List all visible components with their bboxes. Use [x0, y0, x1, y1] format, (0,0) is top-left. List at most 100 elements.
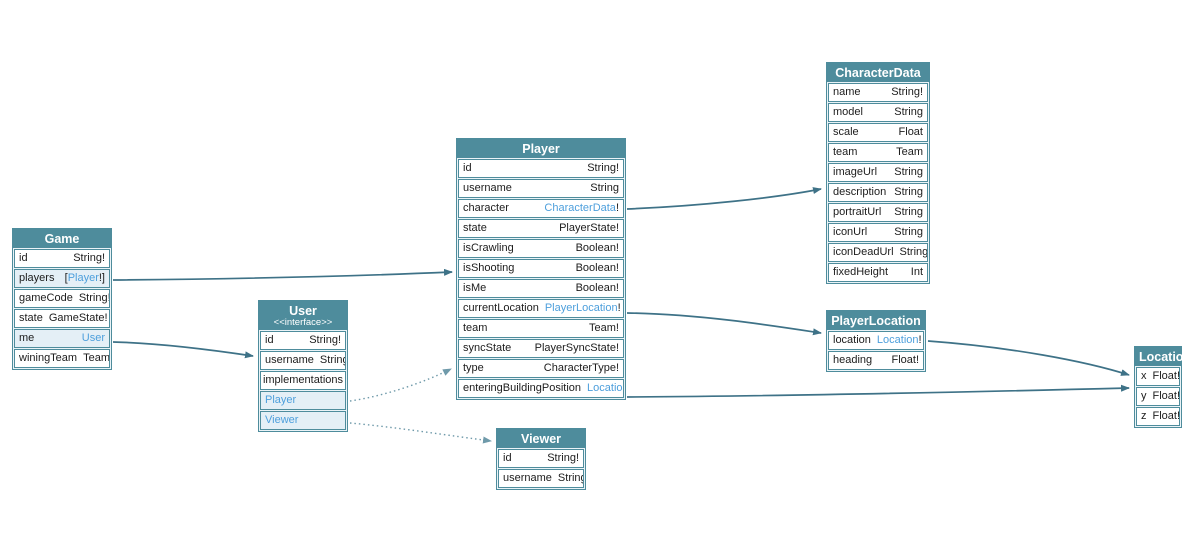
edge-player-character-to-characterdata[interactable] [626, 187, 822, 210]
field-type: Location [587, 380, 623, 397]
edge-player-enteringbuildingposition-to-location[interactable] [626, 384, 1130, 398]
table-header-character-data[interactable]: CharacterData [827, 63, 929, 82]
field-type: Boolean! [575, 282, 619, 294]
field-name: fixedHeight [833, 266, 889, 278]
field-name: username [265, 354, 314, 366]
type-link-location[interactable]: Location [587, 382, 623, 394]
field-row-enteringBuildingPosition[interactable]: enteringBuildingPositionLocation [458, 379, 624, 398]
type-link-characterdata[interactable]: CharacterData [544, 202, 616, 214]
field-type: String [590, 182, 619, 194]
edge-game-players-to-player[interactable] [112, 268, 453, 281]
field-type: CharacterType! [543, 362, 619, 374]
field-type: Location! [876, 334, 922, 346]
field-row-implementations[interactable]: implementations [260, 371, 346, 390]
table-header-location[interactable]: Location [1135, 347, 1191, 366]
field-type: String [894, 226, 923, 238]
table-header-viewer[interactable]: Viewer [497, 429, 585, 448]
field-type: Int [910, 266, 923, 278]
field-name: username [463, 182, 512, 194]
field-type: PlayerLocation! [544, 302, 621, 314]
type-link-player[interactable]: Player [67, 272, 99, 284]
field-row-players[interactable]: players[Player!] [14, 269, 110, 288]
table-header-game[interactable]: Game [13, 229, 111, 248]
field-type: Float! [891, 354, 919, 366]
field-row-isMe[interactable]: isMe Boolean! [458, 279, 624, 298]
table-header-user[interactable]: User<<interface>> [259, 301, 347, 330]
edge-player-currentlocation-to-playerlocation[interactable] [626, 312, 822, 336]
field-type: CharacterData! [544, 202, 619, 214]
field-name: team [833, 146, 858, 158]
type-link-location[interactable]: Location [876, 334, 919, 346]
field-row-Player[interactable]: Player [260, 391, 346, 410]
field-row-username[interactable]: username String [458, 179, 624, 198]
field-type: Float! [1152, 410, 1180, 422]
type-link-playerlocation[interactable]: PlayerLocation [544, 302, 618, 314]
field-type: PlayerState! [559, 222, 619, 234]
field-type: Float! [1152, 370, 1180, 382]
field-row-Viewer[interactable]: Viewer [260, 411, 346, 430]
table-title: Game [44, 232, 80, 246]
field-name: id [19, 252, 28, 264]
field-row-fixedHeight[interactable]: fixedHeight Int [828, 263, 928, 282]
field-type: String! [547, 452, 579, 464]
edge-playerlocation-location-to-location[interactable] [927, 340, 1130, 376]
edge-game-me-to-user[interactable] [112, 341, 254, 359]
table-title: PlayerLocation [831, 314, 921, 328]
table-header-player-location[interactable]: PlayerLocation [827, 311, 925, 330]
field-name: implementations [262, 374, 344, 386]
field-type: String [894, 106, 923, 118]
table-header-player[interactable]: Player [457, 139, 625, 158]
field-name: state [19, 312, 43, 324]
type-link-user[interactable]: User [81, 332, 105, 344]
type-link-player[interactable]: Player [265, 394, 297, 406]
field-name: name [833, 86, 861, 98]
field-name: iconDeadUrl [833, 246, 894, 258]
field-name: username [503, 472, 552, 484]
type-link-viewer[interactable]: Viewer [265, 414, 299, 426]
edge-user-viewer-implementation[interactable] [349, 422, 492, 444]
table-title: Player [522, 142, 560, 156]
field-name: isMe [463, 282, 487, 294]
edge-user-player-implementation[interactable] [349, 368, 452, 402]
